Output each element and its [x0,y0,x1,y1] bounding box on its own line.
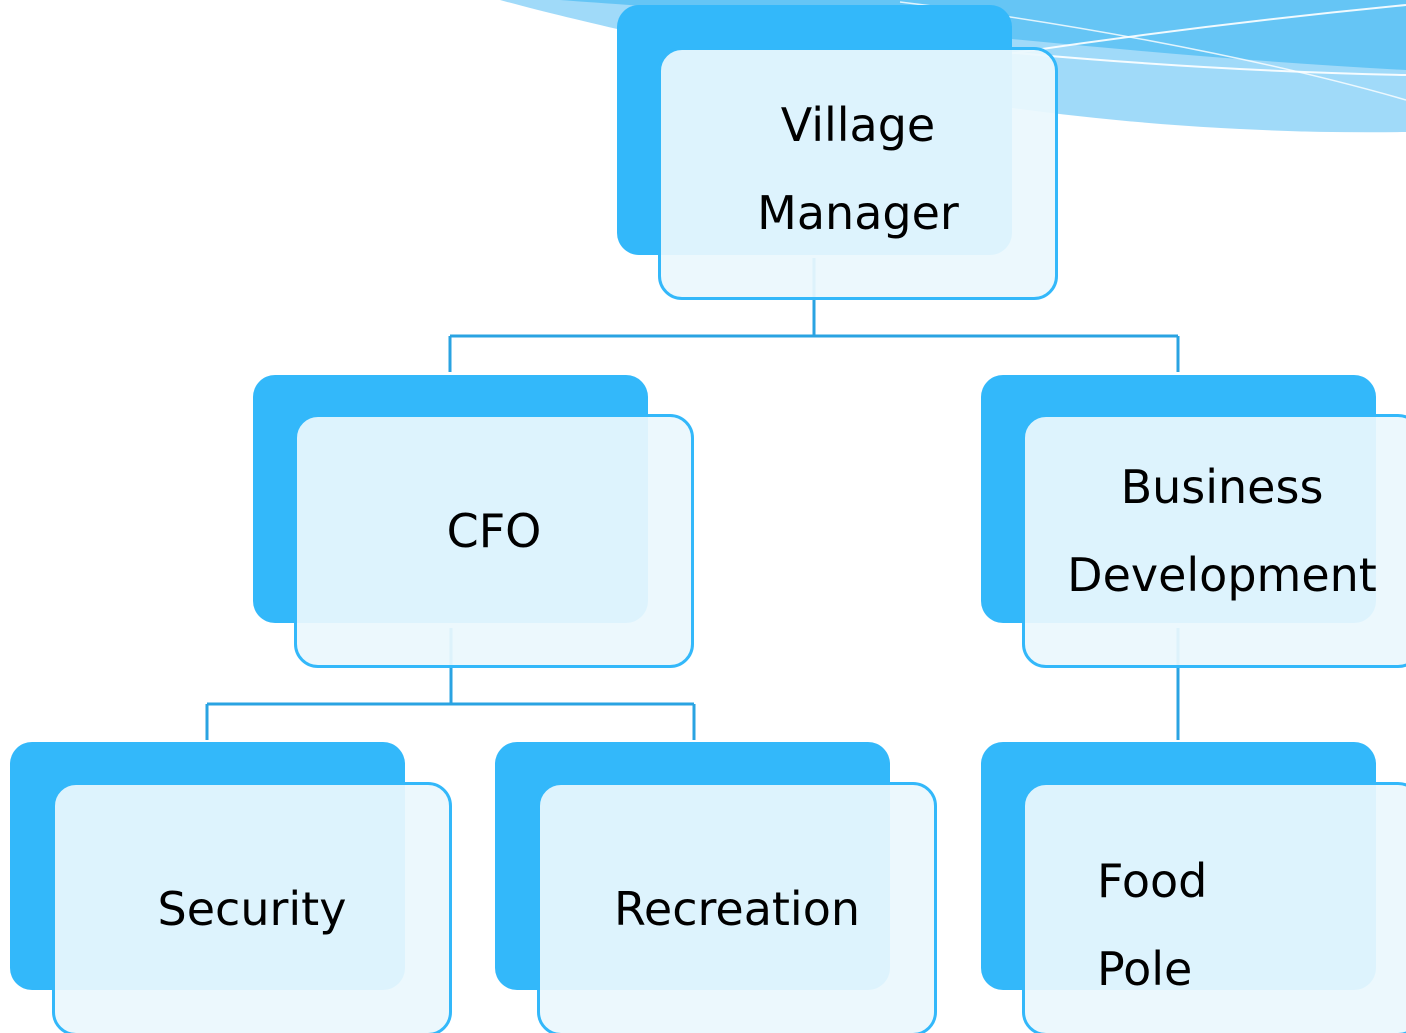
node-village-manager: Village Manager [658,47,1058,300]
node-label: Manager [757,185,959,240]
node-label: Development [1067,548,1377,602]
node-business-development: Business Development [1022,414,1406,668]
node-security: Security [52,782,452,1033]
node-label: CFO [446,504,542,558]
node-cfo: CFO [294,414,694,668]
node-label: Food [1097,854,1208,908]
node-label: Business [1120,460,1324,514]
node-label: Pole [1097,942,1193,996]
node-label: Village [780,97,936,152]
node-food-pole: Food Pole [1022,782,1406,1033]
node-label: Security [157,882,347,936]
node-recreation: Recreation [537,782,937,1033]
node-label: Recreation [614,882,860,936]
